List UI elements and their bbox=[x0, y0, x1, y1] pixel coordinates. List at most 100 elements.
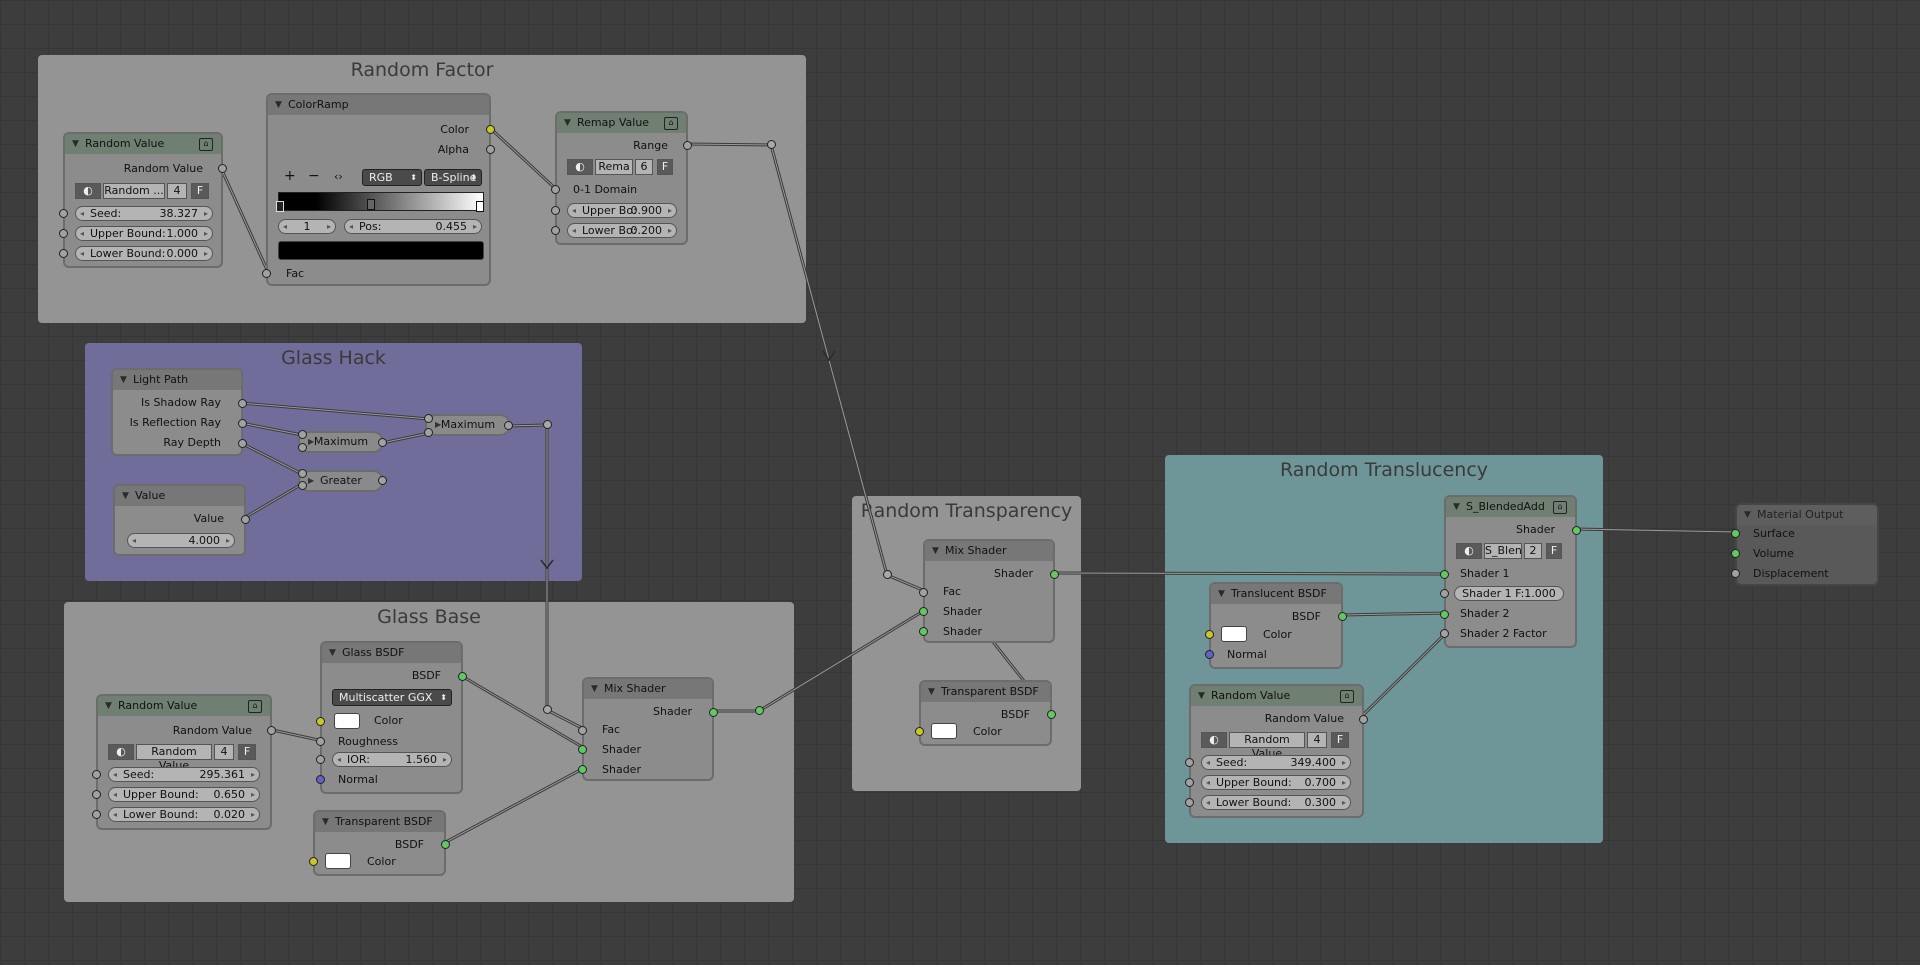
group-edit-icon[interactable]: ⌂ bbox=[1340, 690, 1354, 703]
socket-fac-in[interactable] bbox=[919, 588, 928, 597]
group-browse-button[interactable]: ◐ bbox=[1201, 732, 1227, 748]
node-header[interactable]: ▼Remap Value⌂ bbox=[557, 113, 686, 133]
group-name-field[interactable]: Random Value bbox=[136, 744, 212, 772]
node-value[interactable]: ▼Value Value ◂4.000▸ bbox=[113, 484, 250, 556]
socket-seed-in[interactable] bbox=[1185, 758, 1194, 767]
node-header[interactable]: ▼Mix Shader bbox=[584, 679, 712, 699]
node-transparent-bsdf[interactable]: ▼Transparent BSDF BSDF Color bbox=[915, 680, 1056, 746]
color-swatch[interactable] bbox=[334, 713, 360, 729]
reroute-dot[interactable] bbox=[767, 140, 776, 149]
socket-color-in[interactable] bbox=[1205, 630, 1214, 639]
socket-max2-out[interactable] bbox=[504, 421, 513, 430]
node-header[interactable]: ▼S_BlendedAdd⌂ bbox=[1446, 497, 1575, 517]
node-greater[interactable]: ▶Greater bbox=[298, 470, 384, 492]
socket-shader-out[interactable] bbox=[1572, 526, 1581, 535]
seed-field[interactable]: ◂Seed:295.361▸ bbox=[108, 767, 260, 782]
socket-bsdf-out[interactable] bbox=[1047, 710, 1056, 719]
group-name-field[interactable]: S_Blen bbox=[1484, 543, 1522, 559]
socket-upper-in[interactable] bbox=[59, 229, 68, 238]
shader-1-factor-field[interactable]: Shader 1 F:1.000 bbox=[1454, 586, 1564, 601]
socket-seed-in[interactable] bbox=[92, 770, 101, 779]
socket-shader-2-in[interactable] bbox=[919, 627, 928, 636]
group-name-field[interactable]: Rema bbox=[595, 159, 633, 175]
node-colorramp[interactable]: ▼ColorRamp Color Alpha + − ‹› RGB⬍ B-Spl… bbox=[262, 93, 495, 286]
node-header[interactable]: ▼Transparent BSDF bbox=[921, 682, 1050, 702]
node-mix-shader[interactable]: ▼Mix Shader Shader Fac Shader Shader bbox=[919, 539, 1059, 643]
socket-lower-in[interactable] bbox=[551, 226, 560, 235]
socket-shader-2-factor-in[interactable] bbox=[1440, 629, 1449, 638]
socket-alpha-out[interactable] bbox=[486, 145, 495, 154]
socket-upper-in[interactable] bbox=[92, 790, 101, 799]
socket-bsdf-out[interactable] bbox=[458, 672, 467, 681]
socket-bsdf-out[interactable] bbox=[1338, 612, 1347, 621]
reroute-dot[interactable] bbox=[883, 570, 892, 579]
ramp-stop-handle[interactable] bbox=[276, 201, 284, 212]
node-random-value[interactable]: ▼Random Value⌂ Random Value ◐ Random ...… bbox=[59, 132, 227, 268]
socket-fac-in[interactable] bbox=[578, 726, 587, 735]
socket-greater-in-a[interactable] bbox=[298, 469, 307, 478]
socket-surface-in[interactable] bbox=[1731, 529, 1740, 538]
group-browse-button[interactable]: ◐ bbox=[75, 183, 101, 199]
node-header[interactable]: ▼Glass BSDF bbox=[322, 643, 461, 663]
socket-max1-out[interactable] bbox=[378, 438, 387, 447]
socket-shader-1-factor-in[interactable] bbox=[1440, 589, 1449, 598]
collapse-triangle-icon[interactable]: ▼ bbox=[122, 491, 129, 501]
socket-roughness-in[interactable] bbox=[316, 737, 325, 746]
socket-color-in[interactable] bbox=[316, 717, 325, 726]
color-swatch[interactable] bbox=[325, 853, 351, 869]
group-edit-icon[interactable]: ⌂ bbox=[1553, 501, 1567, 514]
socket-ior-in[interactable] bbox=[316, 755, 325, 764]
upper-bound-field[interactable]: ◂Upper Bound:1.000▸ bbox=[75, 226, 213, 241]
lower-bound-field[interactable]: ◂Lower Bound:0.000▸ bbox=[75, 246, 213, 261]
socket-shader-out[interactable] bbox=[709, 708, 718, 717]
socket-color-in[interactable] bbox=[915, 727, 924, 736]
fake-user-button[interactable]: F bbox=[1546, 543, 1562, 559]
group-name-field[interactable]: Random Value bbox=[1229, 732, 1305, 760]
socket-random-value-out[interactable] bbox=[218, 164, 227, 173]
socket-max2-in-b[interactable] bbox=[424, 428, 433, 437]
node-header[interactable]: ▼Random Value⌂ bbox=[1191, 686, 1362, 706]
node-header[interactable]: ▼Translucent BSDF bbox=[1211, 584, 1341, 604]
reroute-dot[interactable] bbox=[543, 705, 552, 714]
collapse-triangle-icon[interactable]: ▼ bbox=[329, 648, 336, 658]
group-browse-button[interactable]: ◐ bbox=[108, 744, 134, 760]
ramp-stop-handle[interactable] bbox=[476, 201, 484, 212]
socket-reflection-out[interactable] bbox=[238, 419, 247, 428]
socket-lower-in[interactable] bbox=[92, 810, 101, 819]
node-light-path[interactable]: ▼Light Path Is Shadow Ray Is Reflection … bbox=[111, 368, 247, 456]
socket-random-value-out[interactable] bbox=[267, 726, 276, 735]
fake-user-button[interactable]: F bbox=[191, 183, 209, 199]
group-users-count[interactable]: 4 bbox=[167, 183, 187, 199]
stop-color-swatch[interactable] bbox=[278, 241, 484, 260]
collapse-triangle-icon[interactable]: ▼ bbox=[928, 687, 935, 697]
socket-depth-out[interactable] bbox=[238, 439, 247, 448]
socket-color-out[interactable] bbox=[486, 125, 495, 134]
socket-seed-in[interactable] bbox=[59, 209, 68, 218]
lower-bound-field[interactable]: ◂Lower Bound:0.020▸ bbox=[108, 807, 260, 822]
socket-greater-out[interactable] bbox=[378, 476, 387, 485]
socket-bsdf-out[interactable] bbox=[441, 840, 450, 849]
node-material-output[interactable]: ▼Material Output Surface Volume Displace… bbox=[1731, 503, 1879, 586]
group-users-count[interactable]: 2 bbox=[1524, 543, 1542, 559]
distribution-dropdown[interactable]: Multiscatter GGX⬍ bbox=[332, 689, 452, 706]
group-edit-icon[interactable]: ⌂ bbox=[248, 700, 262, 713]
socket-shadow-out[interactable] bbox=[238, 399, 247, 408]
socket-lower-in[interactable] bbox=[1185, 798, 1194, 807]
socket-max1-in-b[interactable] bbox=[298, 443, 307, 452]
group-users-count[interactable]: 4 bbox=[214, 744, 234, 760]
upper-bound-field[interactable]: ◂Upper Bound:0.700▸ bbox=[1201, 775, 1351, 790]
node-header[interactable]: ▼Value bbox=[115, 486, 244, 506]
group-name-field[interactable]: Random ... bbox=[103, 183, 165, 199]
node-header[interactable]: ▼Light Path bbox=[113, 370, 241, 390]
socket-shader-1-in[interactable] bbox=[919, 607, 928, 616]
socket-max2-in-a[interactable] bbox=[424, 414, 433, 423]
value-field[interactable]: ◂4.000▸ bbox=[127, 533, 235, 548]
socket-random-value-out[interactable] bbox=[1359, 715, 1368, 724]
remove-stop-button[interactable]: − bbox=[308, 168, 320, 184]
socket-lower-in[interactable] bbox=[59, 249, 68, 258]
stop-position-field[interactable]: ◂Pos:0.455▸ bbox=[344, 219, 482, 234]
node-remap-value[interactable]: ▼Remap Value⌂ Range ◐ Rema 6 F 0-1 Domai… bbox=[551, 111, 692, 245]
color-ramp-gradient[interactable] bbox=[278, 192, 484, 211]
seed-field[interactable]: ◂Seed:38.327▸ bbox=[75, 206, 213, 221]
collapse-triangle-icon[interactable]: ▼ bbox=[1453, 502, 1460, 512]
